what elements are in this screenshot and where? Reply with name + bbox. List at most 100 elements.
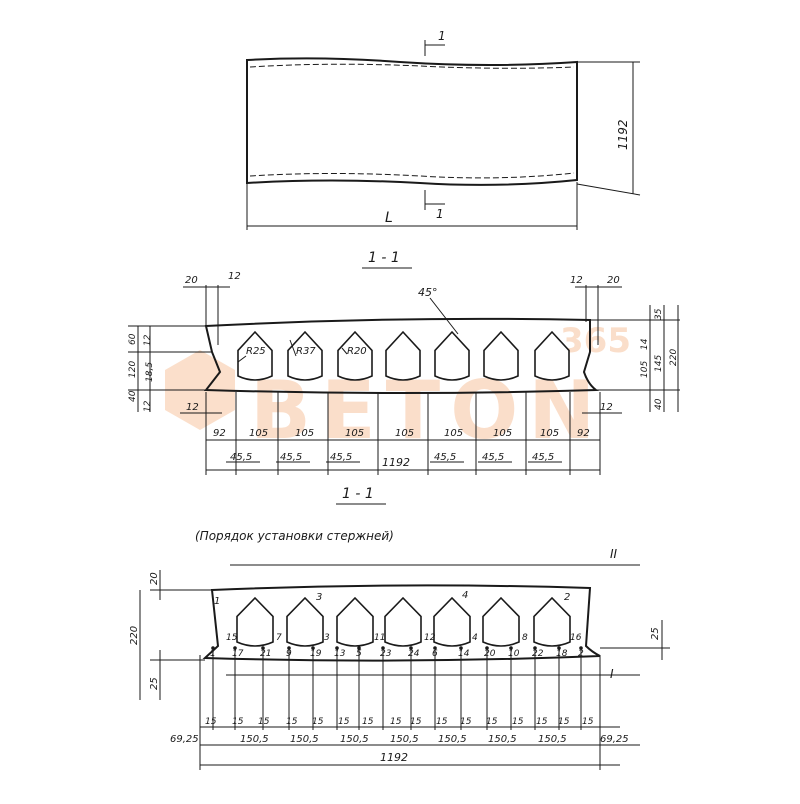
void-cell bbox=[384, 596, 422, 647]
span-label: 150,5 bbox=[438, 734, 467, 745]
bar-label: 19 bbox=[310, 649, 322, 659]
rib-label: 45,5 bbox=[280, 452, 302, 463]
bar-label: 16 bbox=[570, 633, 582, 643]
void-cell bbox=[433, 596, 471, 647]
dim-bottom-right-12: 12 bbox=[600, 402, 613, 413]
rebar-dot bbox=[287, 646, 291, 650]
marker-top: II bbox=[610, 547, 618, 561]
dim-top-left-1: 20 bbox=[185, 275, 198, 286]
section-mark-bottom: 1 bbox=[436, 207, 444, 221]
radius-r37: R37 bbox=[296, 346, 316, 357]
void-cell bbox=[533, 596, 571, 647]
span-label: 150,5 bbox=[290, 734, 319, 745]
rib-label: 45,5 bbox=[482, 452, 504, 463]
bars-upper: 15 7 3 11 12 4 8 16 bbox=[226, 633, 582, 643]
slab-outline-upper bbox=[204, 317, 599, 394]
width-ext-bottom bbox=[576, 183, 641, 196]
length-label: L bbox=[385, 210, 393, 226]
top-bar-3: 3 bbox=[316, 592, 322, 603]
rib-label: 45,5 bbox=[532, 452, 554, 463]
voids-upper bbox=[237, 330, 570, 381]
rebar-dot bbox=[233, 646, 237, 650]
small-dim-label: 15 bbox=[258, 717, 270, 727]
span-label: 92 bbox=[213, 428, 226, 439]
rebar-dot bbox=[433, 646, 437, 650]
span-label: 105 bbox=[540, 428, 559, 439]
radius-r25: R25 bbox=[246, 346, 266, 357]
small-dim-label: 15 bbox=[205, 717, 217, 727]
small-dim-label: 15 bbox=[460, 717, 472, 727]
bar-label: 3 bbox=[324, 633, 330, 643]
span-ticks-upper bbox=[205, 392, 601, 475]
span-label: 105 bbox=[249, 428, 268, 439]
bar-label: 23 bbox=[380, 649, 392, 659]
bar-label: 7 bbox=[276, 633, 282, 643]
small-dim-label: 15 bbox=[582, 717, 594, 727]
small-dim-label: 15 bbox=[338, 717, 350, 727]
void-cell bbox=[483, 330, 519, 381]
radius-leader bbox=[341, 347, 348, 355]
rib-label: 45,5 bbox=[434, 452, 456, 463]
dim-top-right-2: 20 bbox=[607, 275, 620, 286]
edge-left-label: 69,25 bbox=[170, 734, 199, 745]
span-label: 150,5 bbox=[538, 734, 567, 745]
small-dim-label: 15 bbox=[512, 717, 524, 727]
void-cell bbox=[385, 330, 421, 381]
small-dim-label: 15 bbox=[312, 717, 324, 727]
rebar-dot bbox=[557, 646, 561, 650]
section-lower-title: 1 - 1 bbox=[342, 486, 374, 502]
section-upper-title: 1 - 1 bbox=[368, 250, 400, 266]
section-upper: 1 - 1 20 12 12 20 60 12 120 18,5 40 12 bbox=[128, 250, 680, 475]
dim-left-12b: 12 bbox=[143, 400, 153, 412]
dim-right-14: 14 bbox=[640, 338, 650, 350]
rebar-dot bbox=[335, 646, 339, 650]
bar-label: 10 bbox=[508, 649, 520, 659]
small-dim-label: 15 bbox=[362, 717, 374, 727]
bar-label: 18 bbox=[556, 649, 568, 659]
rebar-dot bbox=[459, 646, 463, 650]
span-labels-upper: 92 105 105 105 105 105 105 105 92 bbox=[213, 428, 590, 439]
section-lower-subtitle: (Порядок установки стержней) bbox=[195, 529, 394, 543]
rib-labels-upper: 45,5 45,5 45,5 45,5 45,5 45,5 bbox=[230, 452, 554, 463]
plan-edge-bottom bbox=[249, 172, 575, 179]
dim-left-18-5: 18,5 bbox=[145, 362, 155, 382]
rebar-dot bbox=[409, 646, 413, 650]
rebar-dot bbox=[579, 646, 583, 650]
bar-label: 15 bbox=[226, 633, 238, 643]
span-label: 105 bbox=[444, 428, 463, 439]
bar-label: 11 bbox=[374, 633, 385, 643]
void-cell bbox=[482, 596, 520, 647]
top-bar-4: 4 bbox=[462, 590, 468, 601]
section-lower: 1 - 1 (Порядок установки стержней) II I … bbox=[129, 486, 670, 770]
small-dim-label: 15 bbox=[286, 717, 298, 727]
radius-leader bbox=[237, 355, 247, 363]
bar-label: 21 bbox=[260, 649, 271, 659]
bar-label: 8 bbox=[522, 633, 528, 643]
dim-left-120: 120 bbox=[128, 361, 138, 378]
radius-leader bbox=[289, 339, 297, 357]
small-dim-label: 15 bbox=[486, 717, 498, 727]
dim-right-40: 40 bbox=[654, 398, 664, 410]
plan-view: 1 1 1192 L bbox=[246, 29, 641, 230]
total-width-lower: 1192 bbox=[380, 751, 408, 764]
span-label: 105 bbox=[493, 428, 512, 439]
span-label: 92 bbox=[577, 428, 590, 439]
dim-right-105: 105 bbox=[640, 361, 650, 378]
rebar-dot bbox=[311, 646, 315, 650]
span-label: 150,5 bbox=[390, 734, 419, 745]
span-label: 105 bbox=[395, 428, 414, 439]
span-label: 150,5 bbox=[488, 734, 517, 745]
void-cell bbox=[434, 330, 470, 381]
dim-top-right-1: 12 bbox=[570, 275, 583, 286]
small-dim-label: 15 bbox=[558, 717, 570, 727]
void-cell bbox=[287, 330, 323, 381]
bar-label: 14 bbox=[458, 649, 470, 659]
void-cell bbox=[534, 330, 570, 381]
bar-label: 22 bbox=[532, 649, 544, 659]
dim-left-40: 40 bbox=[128, 390, 138, 402]
dim-left-12a: 12 bbox=[143, 334, 153, 346]
dim-bottom-left-12: 12 bbox=[186, 402, 199, 413]
watermark-top-text: 365 bbox=[560, 321, 631, 361]
right-dim-label: 25 bbox=[650, 627, 661, 640]
bar-label: 13 bbox=[334, 649, 346, 659]
